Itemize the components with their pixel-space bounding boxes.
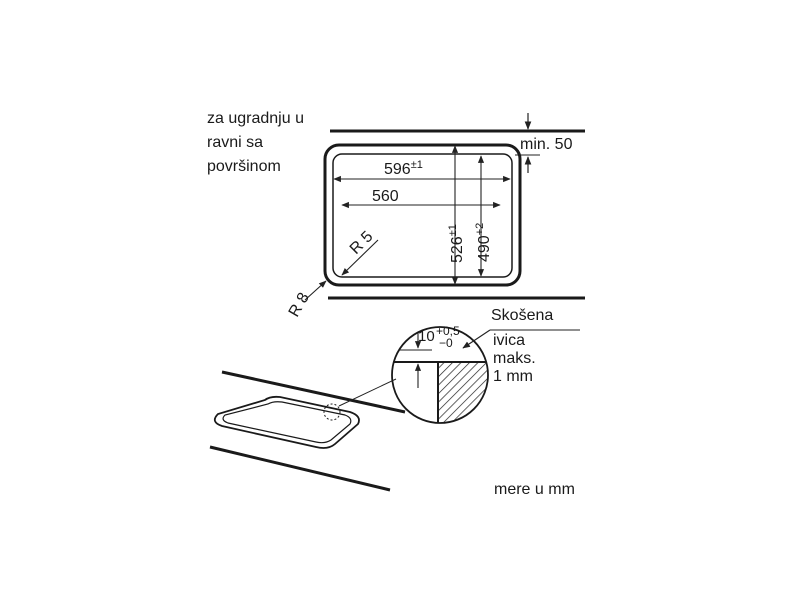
bevel-line-1: Skošena <box>491 307 554 324</box>
dim-526-label: 526±1 <box>447 224 466 263</box>
r5-label: R 5 <box>347 228 377 258</box>
detail-tol-lower: −0 <box>439 336 453 350</box>
detail-circle <box>391 326 489 424</box>
r5-leader <box>341 239 379 276</box>
perspective-hob-inner <box>222 401 352 444</box>
r8-label: R 8 <box>286 290 313 320</box>
perspective-hob-outer <box>213 395 360 449</box>
note-line-1: za ugradnju u <box>207 110 304 127</box>
perspective-edge-back <box>221 370 406 414</box>
cutout-outer <box>323 143 522 287</box>
r8-leader <box>304 280 327 301</box>
bevel-line-3: maks. <box>493 350 536 367</box>
min-label: min. 50 <box>520 136 573 153</box>
dim-560-label: 560 <box>372 188 399 205</box>
perspective-edge-front <box>209 445 391 492</box>
dim-596-label: 596±1 <box>384 159 423 178</box>
dim-490-label: 490+2 <box>474 223 493 262</box>
detail-dim-label: 10 <box>418 328 435 345</box>
note-line-3: površinom <box>207 158 281 175</box>
cutout-inner <box>332 153 513 278</box>
detail-tol-upper: +0,5 <box>436 324 460 338</box>
bevel-line-4: 1 mm <box>493 368 533 385</box>
detail-leader <box>338 378 397 407</box>
note-line-2: ravni sa <box>207 134 264 151</box>
bevel-leader <box>462 329 491 349</box>
bevel-line-2: ivica <box>493 332 526 349</box>
units-label: mere u mm <box>494 481 575 498</box>
detail-marker <box>323 403 341 421</box>
